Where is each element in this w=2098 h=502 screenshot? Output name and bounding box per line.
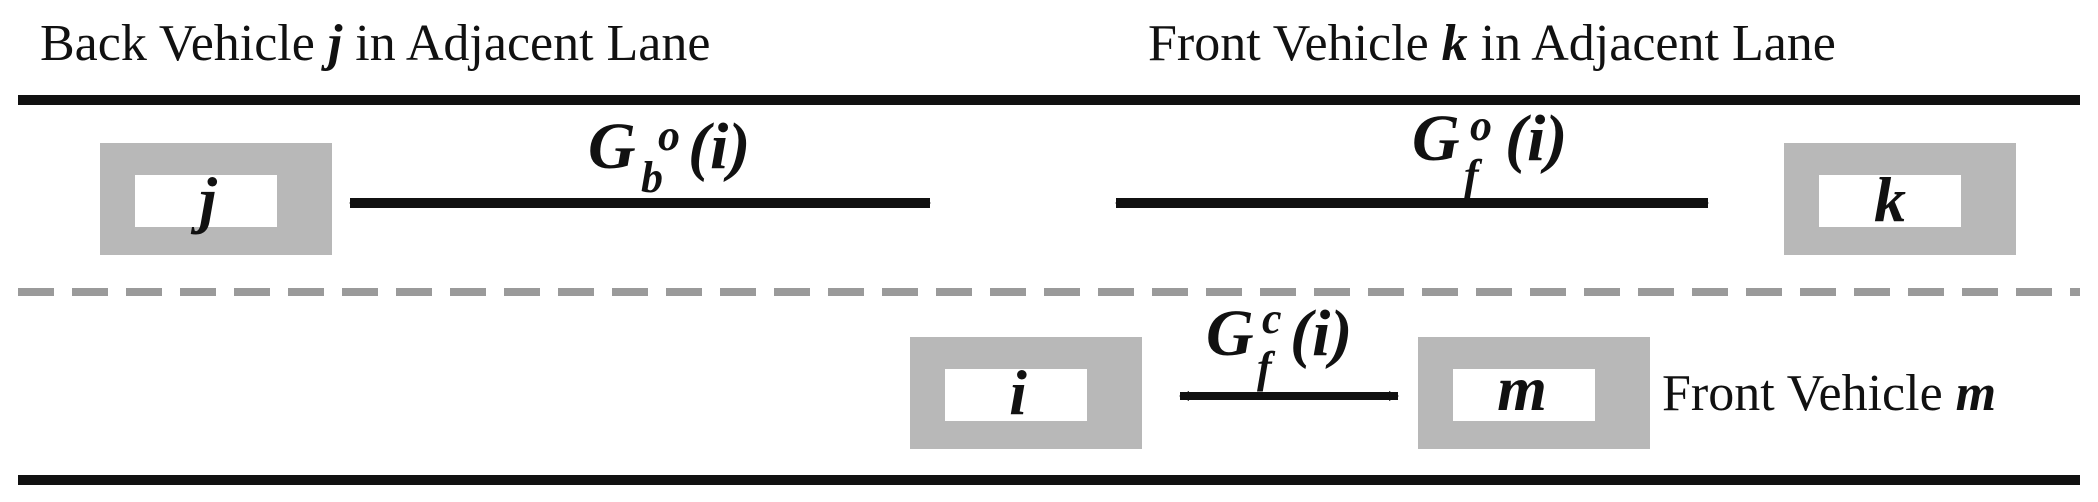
vehicle-i-window	[945, 369, 1087, 421]
gap-front-adjacent-label: G o f (i)	[1412, 101, 1567, 200]
vehicle-i-label: i	[1009, 357, 1027, 428]
gap-front-current-base: G	[1206, 297, 1254, 370]
front-vehicle-header: Front Vehicle k in Adjacent Lane	[1148, 15, 1836, 72]
front-vehicle-m-label: Front Vehicle m	[1662, 365, 1996, 422]
gap-front-adjacent-base: G	[1412, 102, 1460, 175]
back-vehicle-header: Back Vehicle j in Adjacent Lane	[40, 15, 710, 72]
vehicle-k: k	[1784, 143, 2016, 255]
gap-back-sup: o	[658, 111, 680, 160]
gap-front-current-label: G c f (i)	[1206, 294, 1352, 392]
front-header-prefix: Front Vehicle	[1148, 15, 1442, 72]
front-header-var: k	[1442, 15, 1468, 72]
gap-back-arg: (i)	[688, 110, 750, 183]
back-header-prefix: Back Vehicle	[40, 15, 328, 72]
back-header-suffix: in Adjacent Lane	[342, 15, 710, 72]
front-header-suffix: in Adjacent Lane	[1468, 15, 1836, 72]
gap-back-base: G	[588, 110, 636, 183]
vehicle-j-window	[135, 175, 277, 227]
vehicle-m: m	[1418, 337, 1650, 449]
vehicle-m-label: m	[1497, 353, 1547, 424]
vehicle-i: i	[910, 337, 1142, 449]
vehicle-j: j	[100, 143, 332, 255]
gap-front-current-sup: c	[1262, 294, 1282, 343]
side-label-prefix: Front Vehicle	[1662, 365, 1956, 422]
vehicle-k-window	[1819, 175, 1961, 227]
gap-front-current-sub: f	[1257, 343, 1276, 392]
vehicle-m-window	[1453, 369, 1595, 421]
gap-back-adjacent-label: G o b (i)	[588, 110, 750, 202]
gap-back-sub: b	[641, 153, 663, 202]
side-label-var: m	[1956, 365, 1996, 422]
gap-front-adjacent-sup: o	[1470, 101, 1492, 150]
gap-front-adjacent-sub: f	[1464, 151, 1483, 200]
gap-front-adjacent-arg: (i)	[1505, 102, 1567, 175]
gap-front-current-arg: (i)	[1290, 297, 1352, 370]
vehicle-k-label: k	[1874, 164, 1906, 235]
